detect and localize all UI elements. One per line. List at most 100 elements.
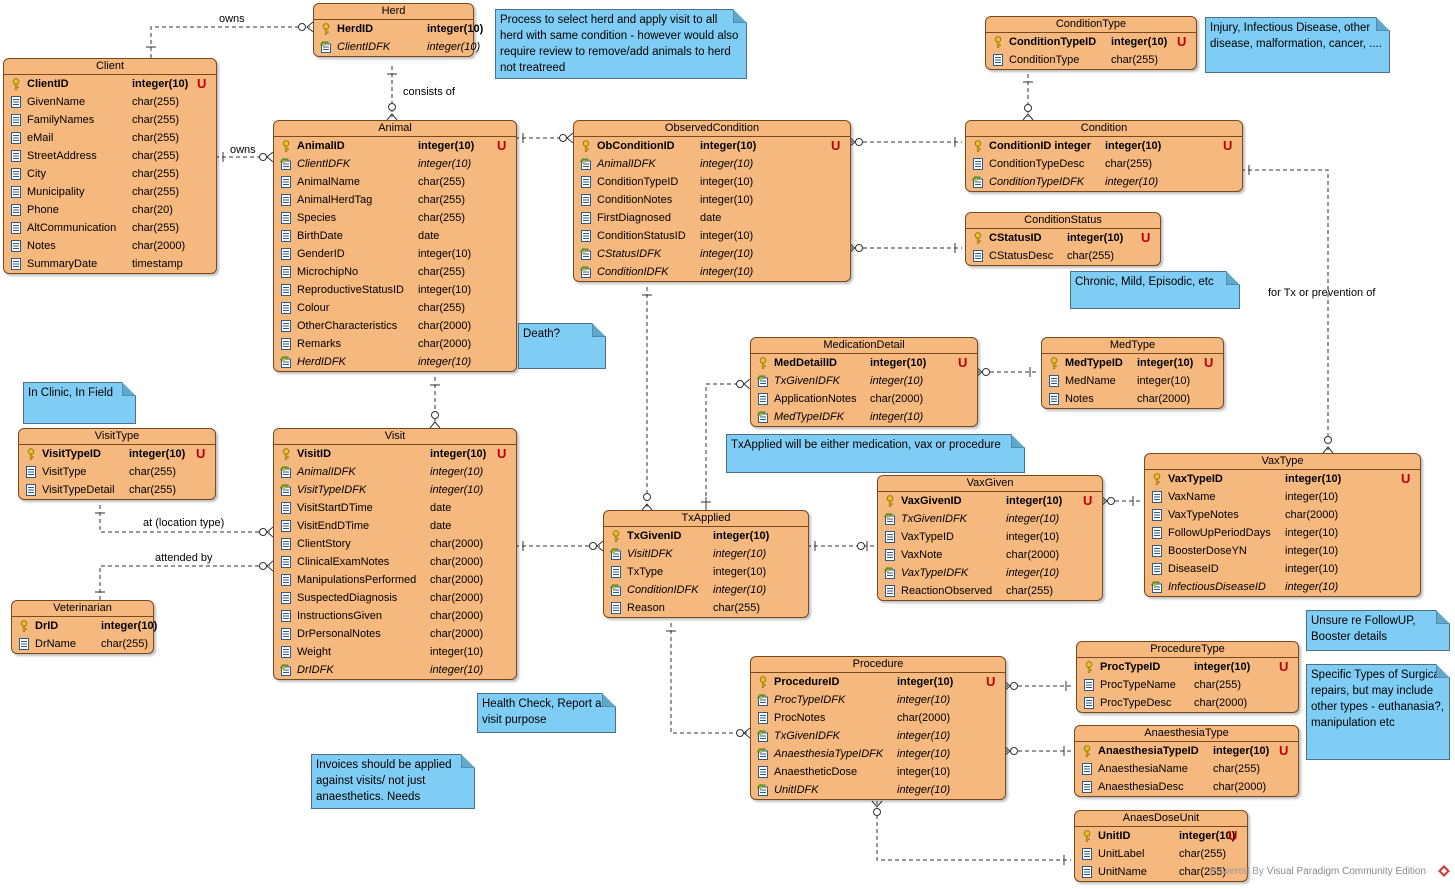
- note-invoices[interactable]: Invoices should be applied against visit…: [311, 754, 475, 809]
- note-herd-process[interactable]: Process to select herd and apply visit t…: [495, 9, 747, 79]
- note-status-examples[interactable]: Chronic, Mild, Episodic, etc: [1070, 271, 1240, 309]
- note-followup[interactable]: Unsure re FollowUP, Booster details: [1306, 610, 1450, 651]
- note-surgical[interactable]: Specific Types of Surgical repairs, but …: [1306, 664, 1450, 760]
- note-clinic-field[interactable]: In Clinic, In Field: [23, 382, 136, 424]
- note-health-check[interactable]: Health Check, Report as visit purpose: [477, 693, 616, 733]
- note-death[interactable]: Death?: [518, 323, 606, 369]
